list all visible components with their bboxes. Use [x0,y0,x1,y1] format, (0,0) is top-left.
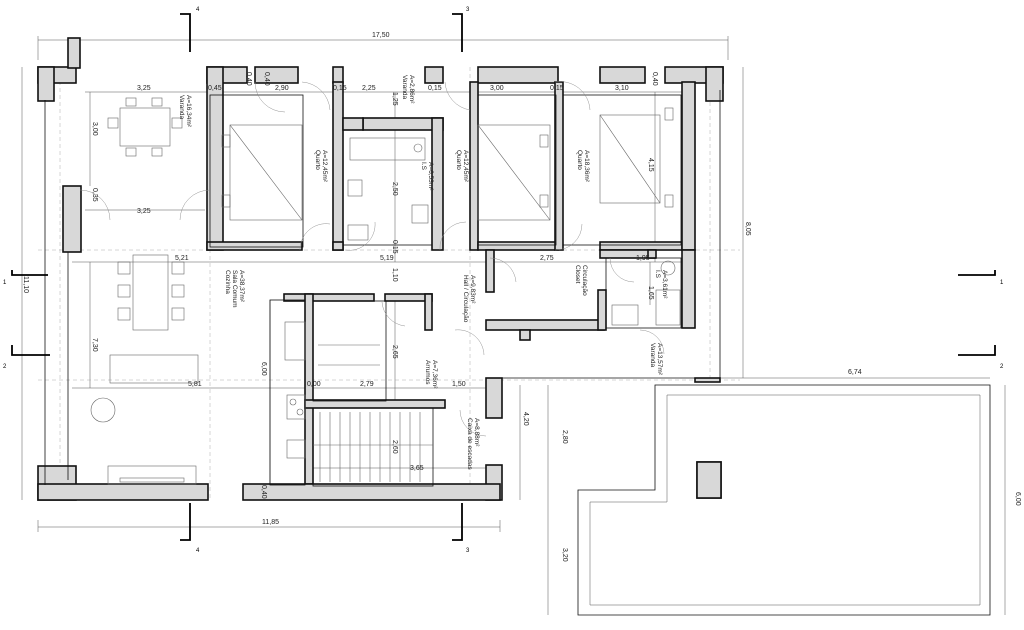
dim-4-15: 4,15 [647,158,654,172]
dim-6-00-a: 6,00 [260,362,267,376]
dim-6-00-b: 6,00 [1014,492,1021,506]
dim-11-10: 11,10 [22,276,29,293]
room-area-varanda-n: A=2,86m² [408,75,415,104]
room-area-is-1: A=6,53m² [427,162,434,191]
room-area-varanda-e: A=13,57m² [656,343,663,376]
room-labels: Varanda A=16,34m² Varanda A=2,86m² Quart… [178,75,668,470]
dim-0-00: 0,00 [307,381,321,388]
dimension-lines [21,36,1006,615]
dim-0-15-d: 0,15 [391,240,398,254]
dim-3-20: 3,20 [561,548,568,562]
room-name-quarto-1: Quarto [314,150,321,170]
room-area-cozinha: A=38,37m² [238,270,245,303]
section-4-bottom: 4 [196,548,200,554]
dim-0-40-a: 0,40 [245,72,252,86]
room-name-varanda-nw: Varanda [178,95,185,119]
dim-5-21: 5,21 [175,255,189,262]
room-name-varanda-e: Varanda [649,343,656,367]
room-name-escadas: Caixa de escadas [466,418,473,470]
dim-2-80: 2,80 [561,430,568,444]
section-2-left: 2 [3,364,7,370]
dim-7-30: 7,30 [91,338,98,352]
room-area-quarto-3: A=18,36m² [583,150,590,183]
room-name-sala-comum: Sala Comum [231,270,238,308]
dim-6-74: 6,74 [848,369,862,376]
dimension-labels: 17,50 3,25 0,45 2,90 0,15 2,25 0,15 3,00… [22,32,1021,562]
dim-2-75: 2,75 [540,255,554,262]
outlines [44,90,721,487]
dim-3-00-b: 3,00 [91,122,98,136]
dim-1-25: 1,25 [391,92,398,106]
dim-5-19: 5,19 [380,255,394,262]
room-area-arrumos: A=7,36m² [431,360,438,389]
section-3-bottom: 3 [466,548,470,554]
furniture [90,97,681,485]
walls [37,37,724,501]
section-1-right: 1 [1000,280,1004,286]
dim-5-81: 5,81 [188,381,202,388]
section-3-top: 3 [466,7,470,13]
grid-lines [38,67,740,500]
dim-0-40-b: 0,40 [651,72,658,86]
dim-2-90: 2,90 [275,85,289,92]
room-name-circulacao: Circulação [581,265,588,296]
dim-1-50: 1,50 [452,381,466,388]
room-area-varanda-nw: A=16,34m² [185,95,192,128]
room-name-is-1: I.S [420,162,427,171]
dim-8-05: 8,05 [744,222,751,236]
dim-11-85: 11,85 [262,519,279,526]
dim-0-15-c: 0,15 [550,85,564,92]
dim-0-40-d: 0,40 [260,485,267,499]
room-area-quarto-1: A=12,45m² [321,150,328,183]
dim-2-50: 2,50 [391,182,398,196]
dim-0-15-a: 0,15 [333,85,347,92]
door-swings [79,81,665,437]
room-area-is-2: A=3,61m² [661,270,668,299]
room-name-hall: Hall / Circulação [462,275,469,323]
room-name-varanda-n: Varanda [401,75,408,99]
dim-3-25-b: 3,25 [137,208,151,215]
room-area-escadas: A=8,88m² [473,418,480,447]
dim-3-25-a: 3,25 [137,85,151,92]
room-area-quarto-2: A=12,45m² [462,150,469,183]
section-2-right: 2 [1000,364,1004,370]
section-markers [11,13,996,541]
dim-0-35: 0,35 [91,188,98,202]
room-name-quarto-3: Quarto [576,150,583,170]
dim-4-20: 4,20 [522,412,529,426]
room-name-is-2: I.S [654,270,661,279]
dim-17-50: 17,50 [372,32,390,39]
section-4-top: 4 [196,7,200,13]
dim-0-15-b: 0,15 [428,85,442,92]
section-1-left: 1 [3,280,7,286]
dim-3-10: 3,10 [615,85,629,92]
dim-3-00-a: 3,00 [490,85,504,92]
section-labels: 4 3 4 3 1 2 1 2 [3,7,1004,554]
dim-3-65: 3,65 [410,465,424,472]
room-name-quarto-2: Quarto [455,150,462,170]
room-area-hall: A=9,83m² [469,275,476,304]
dim-2-65: 2,65 [391,345,398,359]
dim-0-40-c: 0,40 [263,72,270,86]
room-name-cozinha: Cozinha [224,270,231,294]
dim-0-45: 0,45 [208,85,222,92]
dim-2-79: 2,79 [360,381,374,388]
room-name-closet: Closet [574,265,581,284]
dim-1-95: 1,95 [636,255,650,262]
dim-2-25: 2,25 [362,85,376,92]
dim-1-10: 1,10 [391,268,398,282]
terrace [577,384,991,616]
room-name-arrumos: Arrumos [424,360,431,385]
dim-2-60: 2,60 [391,440,398,454]
dim-1-65: 1,65 [647,286,654,300]
